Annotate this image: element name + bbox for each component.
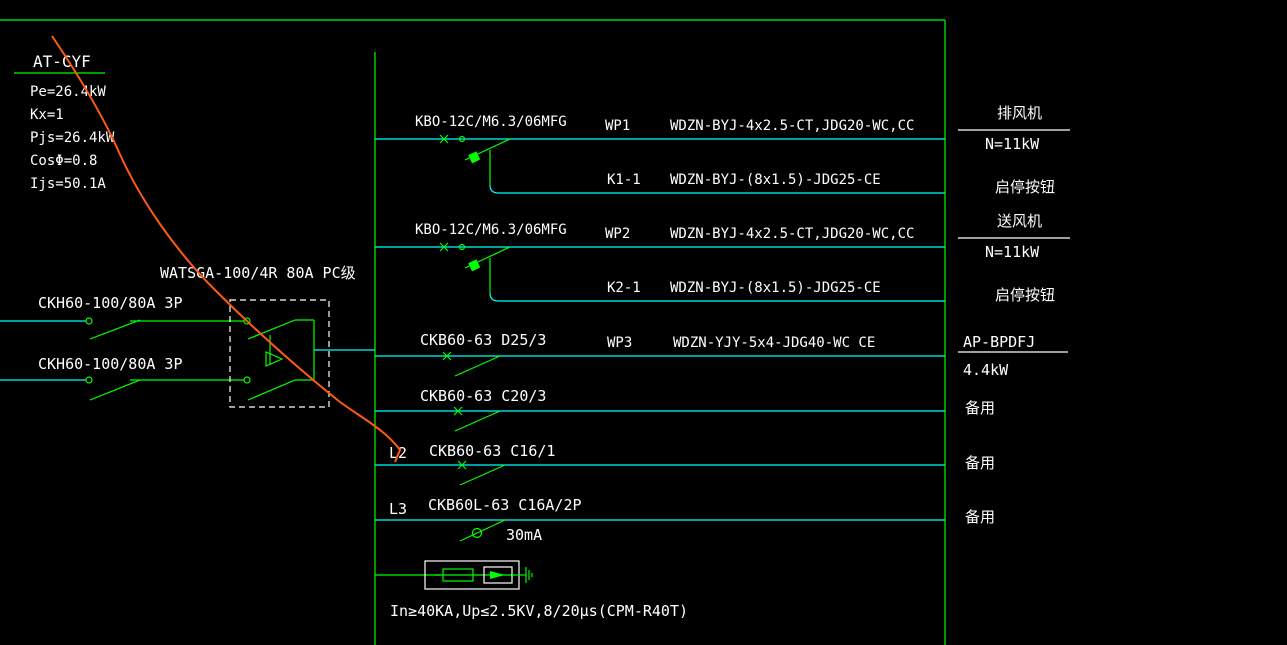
contactor-mark [468,259,481,272]
circuit-breaker-label: KBO-12C/M6.3/06MFG [415,114,567,130]
breaker-mark [442,351,452,361]
load-name: 排风机 [997,104,1042,122]
circuit-row-wp3: CKB60-63 D25/3 WP3 WDZN-YJY-5x4-JDG40-WC… [375,331,1035,379]
breaker-blade-1 [89,319,141,340]
circuit-row-k2-1: K2-1 WDZN-BYJ-(8x1.5)-JDG25-CE 启停按钮 [607,280,1055,304]
panel-info: AT-CYF Pe=26.4kW Kx=1 Pjs=26.4kW CosΦ=0.… [14,52,115,192]
load-name: 备用 [965,508,995,526]
circuit-breaker-label: KBO-12C/M6.3/06MFG [415,222,567,238]
incoming-section: CKH60-100/80A 3P CKH60-100/80A 3P WATSGA… [0,264,375,408]
load-detail: N=11kW [985,243,1040,261]
circuit-id: WP3 [607,335,632,351]
ats-contact-1 [243,317,251,325]
incoming-breaker-2-label: CKH60-100/80A 3P [38,355,183,373]
breaker-blade [454,355,501,377]
control-bend [489,184,945,194]
load-detail: N=11kW [985,135,1040,153]
load-name: 送风机 [997,212,1042,230]
circuit-breaker-label: CKB60-63 D25/3 [420,331,546,349]
load-name: 备用 [965,454,995,472]
incoming-breaker-symbols [85,317,244,401]
ats-symbol [243,317,375,401]
breaker-mark [439,134,449,144]
circuit-row-spare-2: L2 CKB60-63 C16/1 备用 [375,442,995,486]
ats-actuator-triangle [265,351,284,367]
surge-protector: In≥40KA,Up≤2.5KV,8/20μs(CPM-R40T) [375,560,688,620]
panel-param-kx: Kx=1 [30,107,64,123]
incoming-breaker-1-label: CKH60-100/80A 3P [38,294,183,312]
cable-spec: WDZN-BYJ-4x2.5-CT,JDG20-WC,CC [670,226,914,242]
circuit-breaker-label: CKB60-63 C16/1 [429,442,555,460]
breaker-contact [458,243,466,251]
circuit-id: K2-1 [607,280,641,296]
breaker-mark [439,242,449,252]
circuit-id: K1-1 [607,172,641,188]
ground-icon [525,567,533,583]
load-name: 启停按钮 [995,286,1055,304]
load-detail: 4.4kW [963,361,1009,379]
load-name: 备用 [965,399,995,417]
contactor-mark [468,151,481,164]
breaker-contact [458,135,466,143]
cable-spec: WDZN-YJY-5x4-JDG40-WC CE [673,335,875,351]
spd-arrow [490,571,505,579]
frame-lines [0,19,1070,645]
breaker-contact-2 [85,376,93,384]
load-name: 启停按钮 [995,178,1055,196]
ats-blade-2 [247,379,296,401]
load-name: AP-BPDFJ [963,333,1035,351]
ats-dashed-box [229,299,330,408]
breaker-mark [457,460,467,470]
circuit-row-spare-1: CKB60-63 C20/3 备用 [375,387,995,432]
cable-spec: WDZN-BYJ-(8x1.5)-JDG25-CE [670,172,881,188]
ats-label: WATSGA-100/4R 80A PC级 [160,264,356,282]
panel-param-pjs: Pjs=26.4kW [30,130,115,146]
circuit-row-wp2: KBO-12C/M6.3/06MFG WP2 WDZN-BYJ-4x2.5-CT… [375,212,1042,302]
spd-spec: In≥40KA,Up≤2.5KV,8/20μs(CPM-R40T) [390,602,688,620]
markup-stroke [51,35,402,463]
phase-label: L3 [389,500,407,518]
circuit-row-spare-3: L3 CKB60L-63 C16A/2P 30mA 备用 [375,496,995,544]
circuit-row-wp1: KBO-12C/M6.3/06MFG WP1 WDZN-BYJ-4x2.5-CT… [375,104,1042,194]
breaker-mark [453,406,463,416]
breaker-blade [454,410,501,432]
cable-spec: WDZN-BYJ-4x2.5-CT,JDG20-WC,CC [670,118,914,134]
ats-blade-1 [247,319,296,340]
rcd-rating: 30mA [506,526,542,544]
breaker-blade [459,464,506,486]
ats-contact-2 [243,376,251,384]
rcd-symbol [471,527,483,539]
panel-name: AT-CYF [33,52,91,71]
breaker-blade [459,519,506,542]
circuit-breaker-label: CKB60L-63 C16A/2P [428,496,582,514]
panel-param-ijs: Ijs=50.1A [30,176,106,192]
breaker-contact-1 [85,317,93,325]
control-bend [489,292,945,302]
circuit-id: WP2 [605,226,630,242]
circuit-id: WP1 [605,118,630,134]
panel-param-cos: CosΦ=0.8 [30,153,97,169]
cable-spec: WDZN-BYJ-(8x1.5)-JDG25-CE [670,280,881,296]
circuit-breaker-label: CKB60-63 C20/3 [420,387,546,405]
panel-param-pe: Pe=26.4kW [30,84,106,100]
breaker-blade-2 [89,379,141,401]
circuit-row-k1-1: K1-1 WDZN-BYJ-(8x1.5)-JDG25-CE 启停按钮 [607,172,1055,196]
outgoing-circuits: KBO-12C/M6.3/06MFG WP1 WDZN-BYJ-4x2.5-CT… [375,104,1055,620]
